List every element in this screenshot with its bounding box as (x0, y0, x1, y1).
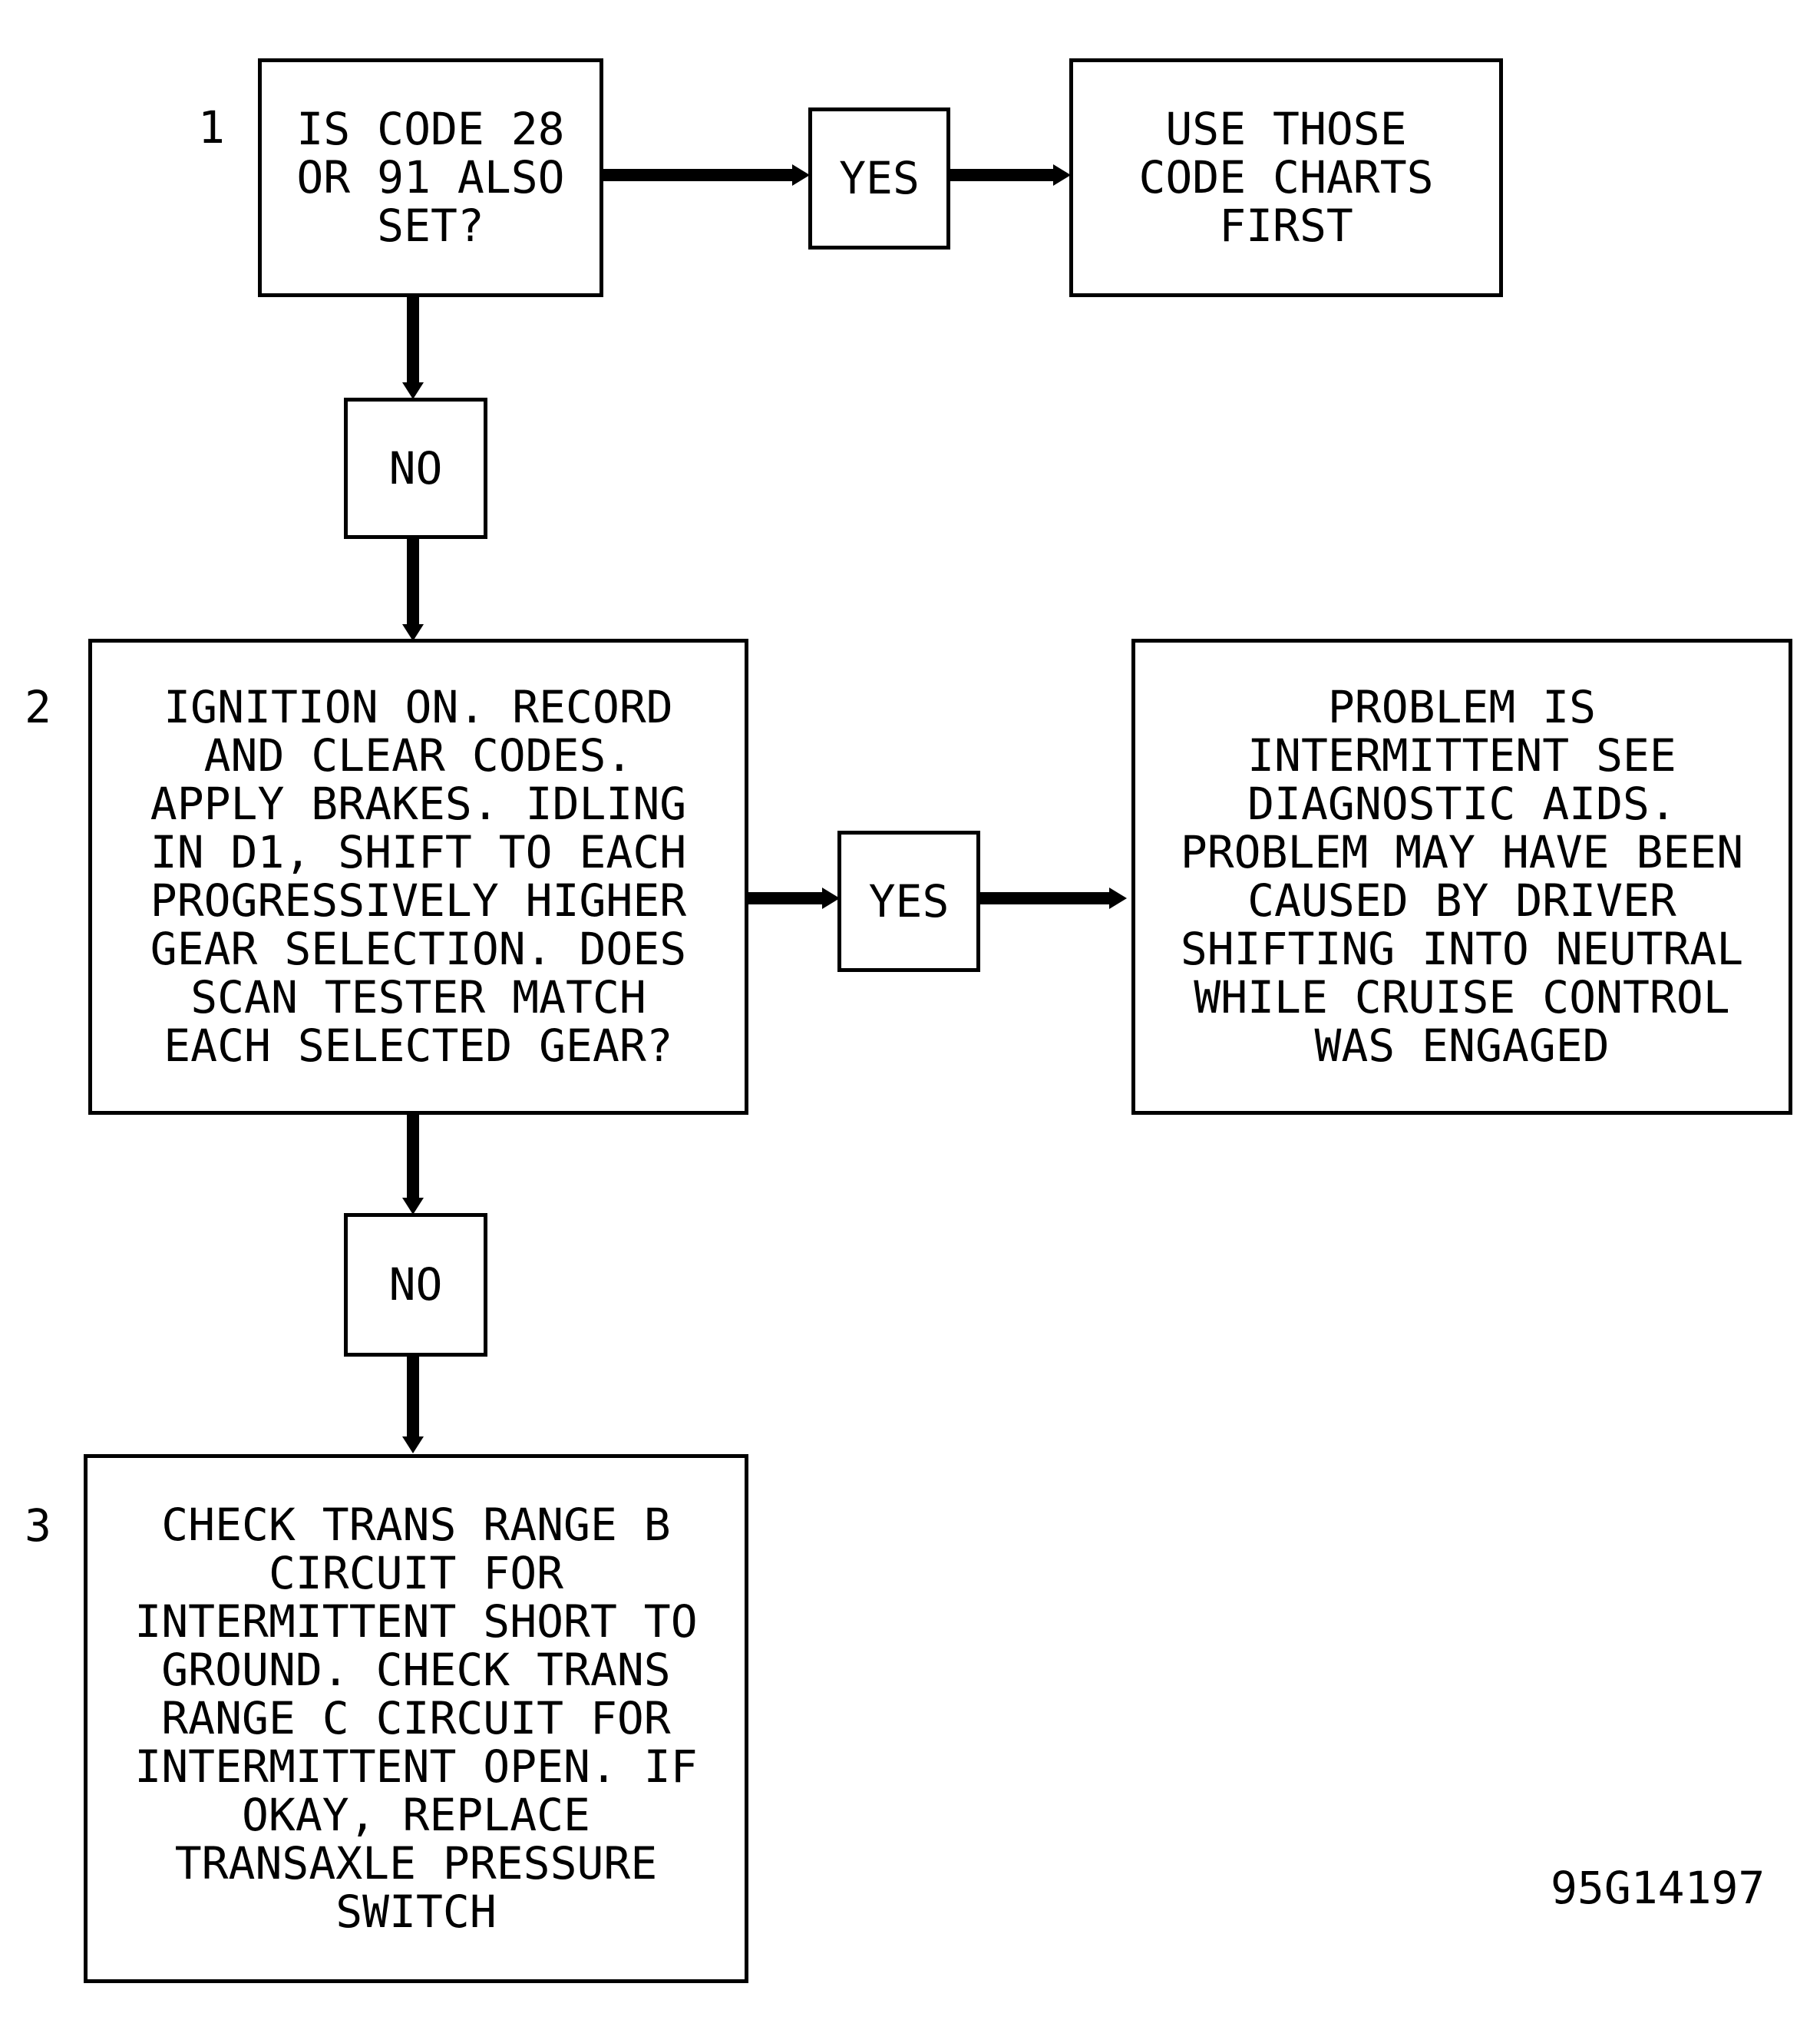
result-2-line: INTERMITTENT SEE (1247, 729, 1676, 782)
arrowhead-to-result2 (1109, 888, 1127, 909)
result-1-line: FIRST (1219, 200, 1353, 252)
arrowhead-to-step3 (402, 1436, 424, 1453)
step-3-line: INTERMITTENT SHORT TO (134, 1595, 698, 1648)
step-3-line: CIRCUIT FOR (268, 1547, 564, 1599)
result-2-line: PROBLEM IS (1327, 681, 1597, 733)
result-2-box: PROBLEM IS INTERMITTENT SEE DIAGNOSTIC A… (1131, 639, 1792, 1115)
arrowhead-to-step2 (402, 624, 424, 641)
step-2-line: SCAN TESTER MATCH (190, 971, 646, 1023)
step-2-line: EACH SELECTED GEAR? (164, 1020, 673, 1072)
step-2-line: GEAR SELECTION. DOES (150, 923, 687, 975)
step-3-line: OKAY, REPLACE (242, 1789, 590, 1841)
result-2-line: SHIFTING INTO NEUTRAL (1180, 923, 1744, 975)
result-2-line: PROBLEM MAY HAVE BEEN (1180, 826, 1744, 878)
step-1-line: SET? (377, 200, 484, 252)
step-3-line: SWITCH (335, 1886, 497, 1938)
yes-label: YES (868, 874, 950, 927)
yes-answer-box-1: YES (808, 107, 950, 250)
step-2-line: PROGRESSIVELY HIGHER (150, 874, 687, 927)
step-number-1: 1 (198, 101, 225, 154)
result-1-line: CODE CHARTS (1138, 151, 1434, 203)
arrowhead-to-no-1 (402, 382, 424, 399)
step-1-line: OR 91 ALSO (296, 151, 565, 203)
step-number-3: 3 (25, 1499, 51, 1552)
step-3-box: CHECK TRANS RANGE B CIRCUIT FOR INTERMIT… (84, 1454, 748, 1983)
result-2-line: WAS ENGAGED (1314, 1020, 1610, 1072)
arrowhead-to-result1 (1053, 164, 1071, 186)
step-2-box: IGNITION ON. RECORD AND CLEAR CODES. APP… (88, 639, 748, 1115)
result-2-line: WHILE CRUISE CONTROL (1194, 971, 1730, 1023)
step-2-line: APPLY BRAKES. IDLING (150, 778, 687, 830)
yes-answer-box-2: YES (837, 831, 980, 972)
arrowhead-to-yes-1 (792, 164, 810, 186)
step-1-line: IS CODE 28 (296, 103, 565, 155)
arrowhead-to-yes-2 (822, 888, 840, 909)
step-2-line: IN D1, SHIFT TO EACH (150, 826, 687, 878)
result-2-line: CAUSED BY DRIVER (1247, 874, 1676, 927)
step-3-line: RANGE C CIRCUIT FOR (161, 1692, 671, 1744)
step-3-line: CHECK TRANS RANGE B (161, 1499, 671, 1551)
result-1-line: USE THOSE (1165, 103, 1407, 155)
step-1-box: IS CODE 28 OR 91 ALSO SET? (258, 58, 603, 297)
figure-id: 95G14197 (1551, 1862, 1765, 1914)
no-answer-box-1: NO (344, 398, 487, 539)
no-answer-box-2: NO (344, 1213, 487, 1357)
result-2-line: DIAGNOSTIC AIDS. (1247, 778, 1676, 830)
arrowhead-to-no-2 (402, 1198, 424, 1215)
no-label: NO (388, 441, 443, 494)
step-2-line: AND CLEAR CODES. (203, 729, 633, 782)
no-label: NO (388, 1258, 443, 1311)
step-3-line: TRANSAXLE PRESSURE (174, 1837, 658, 1889)
step-number-2: 2 (25, 681, 51, 733)
step-3-line: INTERMITTENT OPEN. IF (134, 1741, 698, 1793)
step-2-line: IGNITION ON. RECORD (164, 681, 673, 733)
step-3-line: GROUND. CHECK TRANS (161, 1644, 671, 1696)
yes-label: YES (839, 152, 920, 204)
result-1-box: USE THOSE CODE CHARTS FIRST (1069, 58, 1503, 297)
